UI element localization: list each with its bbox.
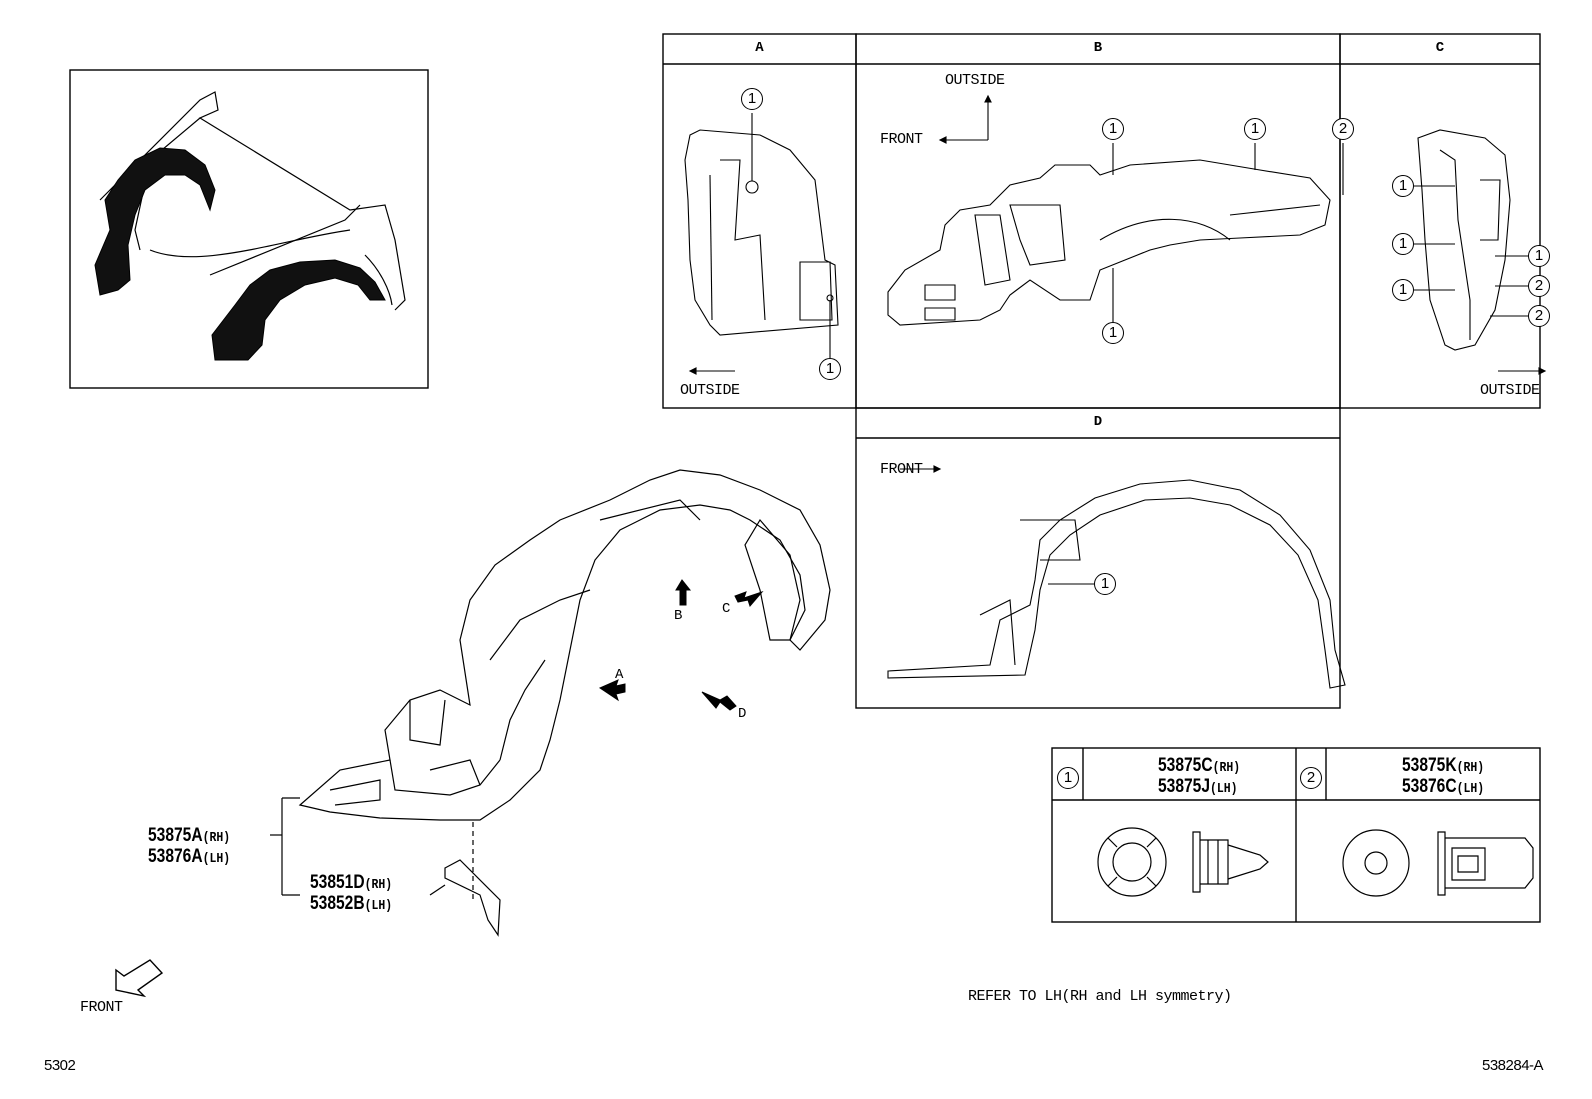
fastener-1-part-rh: 53875C(RH) — [1158, 755, 1241, 777]
main-liner-sketch — [270, 469, 831, 937]
fastener-2-part-rh: 53875K(RH) — [1402, 755, 1485, 777]
callout-2: 2 — [1528, 275, 1550, 297]
liner-part-number-rh: 53875A(RH) — [148, 825, 231, 847]
view-d-frame — [855, 407, 1341, 709]
fastener-2-part-lh: 53876C(LH) — [1402, 776, 1485, 798]
view-a-outside-label: OUTSIDE — [680, 382, 740, 399]
fastener-1-part-lh: 53875J(LH) — [1158, 776, 1238, 798]
callout-1: 1 — [1528, 245, 1550, 267]
fastener-1-sketch — [1097, 827, 1269, 897]
view-b-outside-label: OUTSIDE — [945, 72, 1005, 89]
callout-2: 2 — [1528, 305, 1550, 327]
view-b-title: B — [1093, 40, 1103, 56]
callout-1: 1 — [1244, 118, 1266, 140]
page-code: 5302 — [44, 1057, 76, 1074]
view-a-sketch — [684, 113, 839, 375]
arrow-b-label: B — [674, 608, 683, 624]
view-c-title: C — [1435, 40, 1445, 56]
overview-frame — [69, 69, 429, 389]
callout-1: 1 — [1392, 279, 1414, 301]
view-d-sketch — [887, 465, 1346, 689]
view-b-front-label: FRONT — [880, 131, 923, 148]
fastener-2-number: 2 — [1300, 767, 1322, 789]
view-c-frame — [1339, 33, 1541, 409]
view-c-sketch — [1414, 129, 1547, 375]
view-d-title: D — [1093, 414, 1103, 430]
callout-1: 1 — [819, 358, 841, 380]
view-b-sketch — [887, 94, 1344, 326]
overview-liner-fill — [94, 147, 386, 361]
front-label: FRONT — [80, 999, 123, 1016]
arrow-d-label: D — [738, 706, 747, 722]
view-a-title: A — [755, 40, 764, 56]
callout-1: 1 — [1392, 233, 1414, 255]
view-c-outside-label: OUTSIDE — [1480, 382, 1540, 399]
bracket-part-number-lh: 53852B(LH) — [310, 893, 393, 915]
callout-1: 1 — [1094, 573, 1116, 595]
front-arrow-icon — [115, 959, 164, 998]
liner-part-number-lh: 53876A(LH) — [148, 846, 231, 868]
fastener-1-number: 1 — [1057, 767, 1079, 789]
callout-1: 1 — [1102, 118, 1124, 140]
diagram-id: 538284-A — [1482, 1057, 1544, 1074]
bracket-part-number-rh: 53851D(RH) — [310, 872, 393, 894]
fastener-2-sketch — [1342, 829, 1534, 897]
view-d-front-label: FRONT — [880, 461, 923, 478]
callout-1: 1 — [1102, 322, 1124, 344]
view-direction-arrows — [598, 579, 764, 711]
callout-1: 1 — [741, 88, 763, 110]
callout-1: 1 — [1392, 175, 1414, 197]
arrow-a-label: A — [615, 667, 624, 683]
symmetry-note: REFER TO LH(RH and LH symmetry) — [968, 988, 1232, 1005]
arrow-c-label: C — [722, 601, 731, 617]
view-b-frame — [855, 33, 1341, 409]
callout-2: 2 — [1332, 118, 1354, 140]
